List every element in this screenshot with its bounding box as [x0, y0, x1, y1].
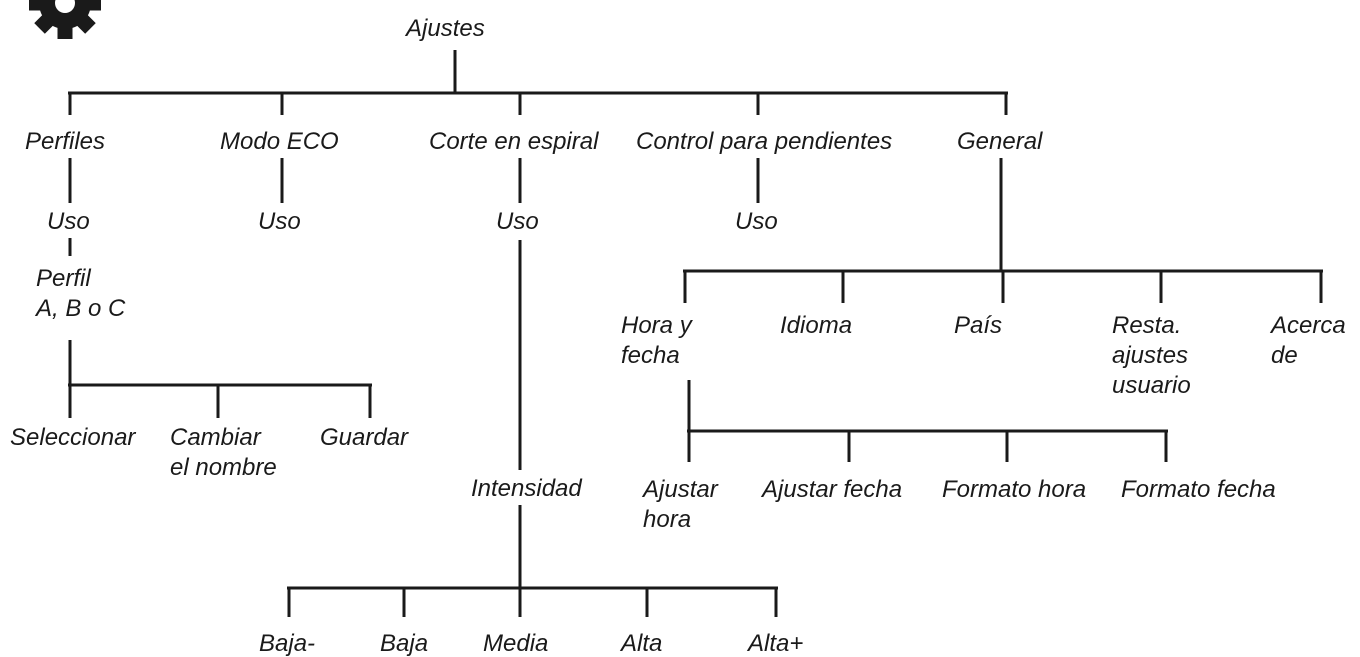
node-cambiar-nombre: Cambiar el nombre	[170, 424, 277, 481]
node-modo-eco: Modo ECO	[220, 128, 339, 155]
node-corte-espiral: Corte en espiral	[429, 128, 599, 155]
node-intensidad: Intensidad	[471, 475, 582, 502]
node-nivel-media: Media	[483, 630, 549, 657]
node-formato-fecha: Formato fecha	[1121, 476, 1276, 503]
node-perfiles-uso: Uso	[47, 208, 90, 235]
node-nivel-baja-menos: Baja-	[259, 630, 316, 657]
node-idioma: Idioma	[780, 312, 853, 339]
node-seleccionar: Seleccionar	[10, 424, 136, 451]
node-ajustes: Ajustes	[406, 15, 485, 42]
node-nivel-baja: Baja	[380, 630, 429, 657]
node-control-pendientes-uso: Uso	[735, 208, 778, 235]
node-acerca-de: Acerca de	[1271, 312, 1346, 369]
node-corte-espiral-uso: Uso	[496, 208, 539, 235]
node-perfiles: Perfiles	[25, 128, 106, 155]
node-modo-eco-uso: Uso	[258, 208, 301, 235]
node-guardar: Guardar	[320, 424, 409, 451]
node-hora-fecha: Hora y fecha	[621, 312, 692, 369]
node-general: General	[957, 128, 1043, 155]
node-ajustar-fecha: Ajustar fecha	[762, 476, 903, 503]
node-pais: País	[954, 312, 1003, 339]
node-nivel-alta: Alta	[621, 630, 663, 657]
node-perfil-abc: Perfil A, B o C	[36, 265, 126, 322]
node-ajustar-hora: Ajustar hora	[643, 476, 718, 533]
gear-icon	[29, 0, 101, 39]
node-formato-hora: Formato hora	[942, 476, 1087, 503]
node-control-pendientes: Control para pendientes	[636, 128, 893, 155]
node-nivel-alta-mas: Alta+	[748, 630, 804, 657]
node-resta-ajustes-usuario: Resta. ajustes usuario	[1112, 312, 1191, 399]
